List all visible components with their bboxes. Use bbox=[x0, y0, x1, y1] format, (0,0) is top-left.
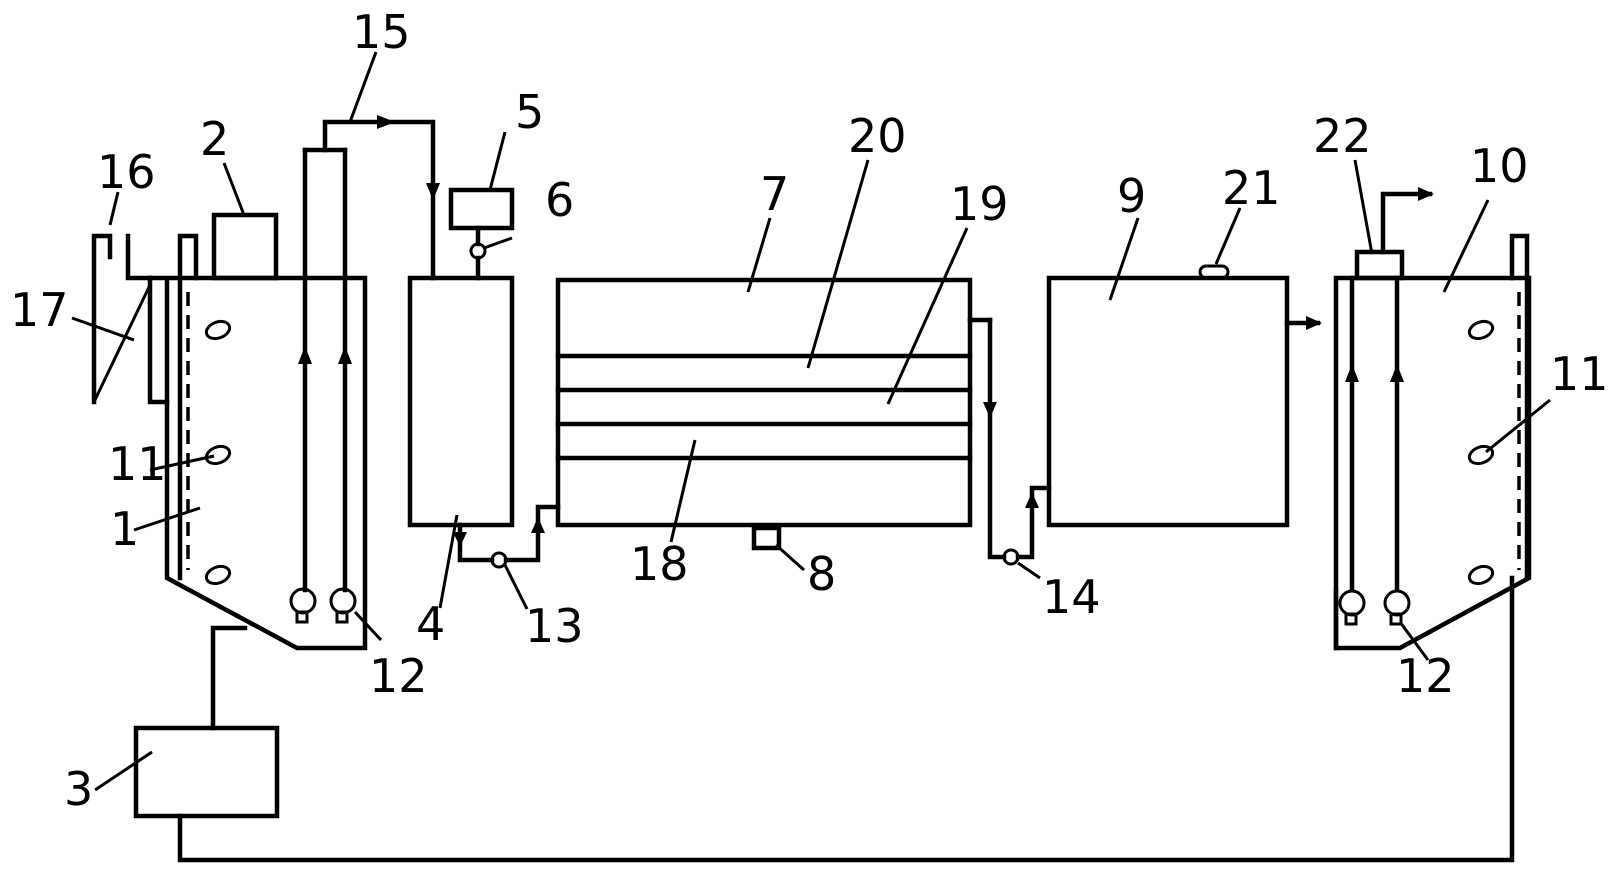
coil-loop bbox=[1467, 564, 1495, 586]
up-arrow-icon bbox=[1390, 364, 1404, 382]
aerator-icon bbox=[329, 587, 357, 615]
label-20: 20 bbox=[848, 109, 907, 163]
label-2: 2 bbox=[200, 112, 229, 166]
aerator-icon bbox=[1338, 589, 1366, 617]
label-14: 14 bbox=[1042, 570, 1101, 624]
outlet-22 bbox=[1354, 249, 1405, 281]
right-arrow-icon bbox=[1306, 316, 1322, 330]
label-11-right: 11 bbox=[1550, 347, 1609, 401]
label-21: 21 bbox=[1222, 161, 1281, 215]
up-arrow-icon bbox=[1345, 364, 1359, 382]
label-7: 7 bbox=[760, 167, 789, 221]
label-16: 16 bbox=[97, 145, 156, 199]
label-12-left: 12 bbox=[369, 649, 428, 703]
coil-loop bbox=[1467, 444, 1495, 466]
label-6: 6 bbox=[545, 173, 574, 227]
item-16 bbox=[91, 233, 113, 405]
vent-21 bbox=[1198, 264, 1230, 280]
label-12-right: 12 bbox=[1396, 649, 1455, 703]
coil-loop bbox=[204, 319, 232, 341]
leader-lines bbox=[71, 51, 1551, 792]
label-5: 5 bbox=[515, 85, 544, 139]
label-11-left: 11 bbox=[108, 437, 167, 491]
tank-4 bbox=[407, 275, 515, 528]
right-arrow-icon bbox=[1418, 187, 1434, 201]
number-labels: 15 2 16 17 11 1 3 12 4 13 5 6 7 20 19 18… bbox=[10, 5, 1609, 816]
label-8: 8 bbox=[807, 547, 836, 601]
up-arrow-icon bbox=[338, 346, 352, 364]
right-arrow-icon bbox=[377, 115, 395, 129]
up-arrow-icon bbox=[1025, 492, 1039, 508]
coil-loop bbox=[204, 444, 232, 466]
label-9: 9 bbox=[1117, 169, 1146, 223]
aerator-icon bbox=[289, 587, 317, 615]
up-arrow-icon bbox=[531, 517, 545, 533]
label-10: 10 bbox=[1470, 139, 1529, 193]
tank-10 bbox=[1333, 233, 1532, 651]
coil-loop bbox=[204, 564, 232, 586]
label-1: 1 bbox=[110, 502, 139, 556]
label-15: 15 bbox=[352, 5, 411, 59]
outlet-8 bbox=[751, 525, 782, 551]
reactor-7 bbox=[555, 277, 993, 528]
up-arrow-icon bbox=[298, 346, 312, 364]
label-13: 13 bbox=[525, 599, 584, 653]
down-arrow-icon bbox=[983, 402, 997, 418]
down-arrow-icon bbox=[426, 183, 440, 200]
label-17: 17 bbox=[10, 283, 69, 337]
label-3: 3 bbox=[64, 762, 93, 816]
label-19: 19 bbox=[950, 177, 1009, 231]
box-5 bbox=[448, 187, 515, 231]
box-2 bbox=[211, 212, 279, 281]
tank-9 bbox=[1046, 275, 1290, 528]
label-22: 22 bbox=[1313, 109, 1372, 163]
down-arrow-icon bbox=[453, 532, 467, 547]
tank-1 bbox=[147, 147, 368, 651]
coil-loop bbox=[1467, 319, 1495, 341]
label-4: 4 bbox=[416, 597, 445, 651]
aerator-icon bbox=[1383, 589, 1411, 617]
label-18: 18 bbox=[630, 537, 689, 591]
box-3 bbox=[133, 725, 280, 819]
